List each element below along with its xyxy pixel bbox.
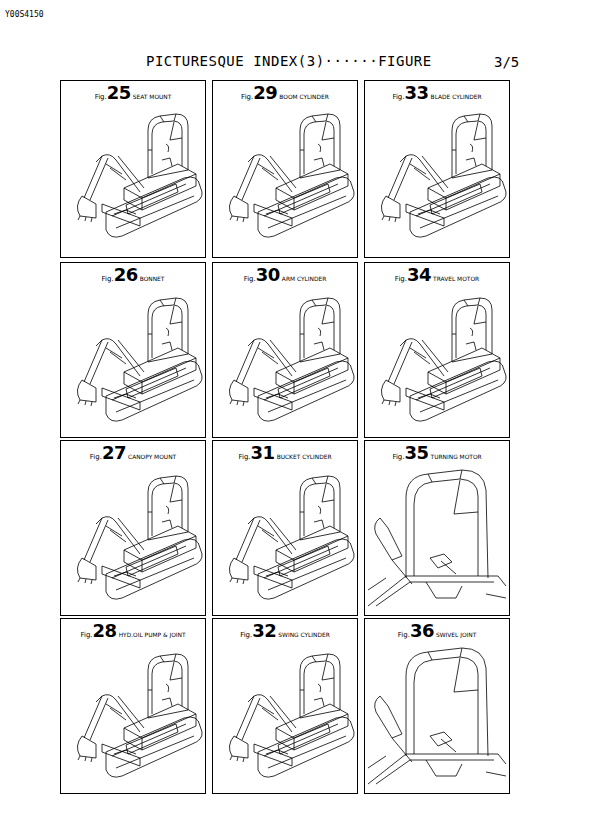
page-number: 3/5 [494, 54, 519, 70]
panel-heading: Fig.29BOOM CYLINDER [213, 84, 357, 106]
panel-heading: Fig.25SEAT MOUNT [61, 84, 205, 106]
figure-number: 35 [405, 442, 429, 463]
figure-panel: Fig.28HYD.OIL PUMP & JOINT [60, 618, 206, 794]
figure-panel: Fig.29BOOM CYLINDER [212, 80, 358, 258]
figure-number: 29 [253, 82, 277, 103]
figure-title: HYD.OIL PUMP & JOINT [119, 632, 186, 638]
figure-prefix: Fig. [102, 275, 114, 283]
figure-number: 31 [251, 442, 275, 463]
figure-title: BLADE CYLINDER [431, 94, 482, 100]
figure-title: SEAT MOUNT [133, 94, 172, 100]
panel-heading: Fig.31BUCKET CYLINDER [213, 444, 357, 466]
figure-title: CANOPY MOUNT [128, 454, 176, 460]
panel-heading: Fig.28HYD.OIL PUMP & JOINT [61, 622, 205, 644]
panel-heading: Fig.36SWIVEL JOINT [365, 622, 509, 644]
figure-prefix: Fig. [90, 453, 102, 461]
figure-prefix: Fig. [241, 93, 253, 101]
figure-prefix: Fig. [95, 93, 107, 101]
panel-heading: Fig.34TRAVEL MOTOR [365, 266, 509, 288]
figure-prefix: Fig. [244, 275, 256, 283]
figure-prefix: Fig. [392, 453, 404, 461]
figure-panel: Fig.32SWING CYLINDER [212, 618, 358, 794]
figure-prefix: Fig. [392, 93, 404, 101]
figure-number: 30 [256, 264, 280, 285]
figure-panel: Fig.25SEAT MOUNT [60, 80, 206, 258]
panel-heading: Fig.30ARM CYLINDER [213, 266, 357, 288]
figure-panel: Fig.35TURNING MOTOR [364, 440, 510, 616]
figure-panel: Fig.33BLADE CYLINDER [364, 80, 510, 258]
figure-panel: Fig.31BUCKET CYLINDER [212, 440, 358, 616]
panel-heading: Fig.33BLADE CYLINDER [365, 84, 509, 106]
figure-panel: Fig.36SWIVEL JOINT [364, 618, 510, 794]
figure-title: SWIVEL JOINT [436, 632, 476, 638]
figure-prefix: Fig. [80, 631, 92, 639]
figure-prefix: Fig. [238, 453, 250, 461]
figure-title: TURNING MOTOR [431, 454, 482, 460]
figure-title: SWING CYLINDER [278, 632, 330, 638]
figure-prefix: Fig. [395, 275, 407, 283]
figure-title: BONNET [140, 276, 165, 282]
figure-panel: Fig.27CANOPY MOUNT [60, 440, 206, 616]
figure-title: TRAVEL MOTOR [433, 276, 479, 282]
page-title: PICTURESQUE INDEX(3)······FIGURE [146, 53, 432, 69]
figure-panel: Fig.34TRAVEL MOTOR [364, 262, 510, 438]
figure-number: 25 [107, 82, 131, 103]
figure-number: 32 [252, 620, 276, 641]
panel-heading: Fig.26BONNET [61, 266, 205, 288]
figure-number: 28 [93, 620, 117, 641]
panel-heading: Fig.35TURNING MOTOR [365, 444, 509, 466]
panel-heading: Fig.27CANOPY MOUNT [61, 444, 205, 466]
figure-panel: Fig.26BONNET [60, 262, 206, 438]
figure-number: 33 [405, 82, 429, 103]
figure-title: ARM CYLINDER [282, 276, 326, 282]
figure-panel: Fig.30ARM CYLINDER [212, 262, 358, 438]
figure-number: 34 [407, 264, 431, 285]
figure-prefix: Fig. [398, 631, 410, 639]
figure-prefix: Fig. [240, 631, 252, 639]
panel-heading: Fig.32SWING CYLINDER [213, 622, 357, 644]
figure-title: BUCKET CYLINDER [277, 454, 332, 460]
figure-number: 36 [410, 620, 434, 641]
figure-number: 27 [102, 442, 126, 463]
figure-number: 26 [114, 264, 138, 285]
figure-title: BOOM CYLINDER [279, 94, 329, 100]
document-code: Y00S4150 [5, 10, 44, 19]
